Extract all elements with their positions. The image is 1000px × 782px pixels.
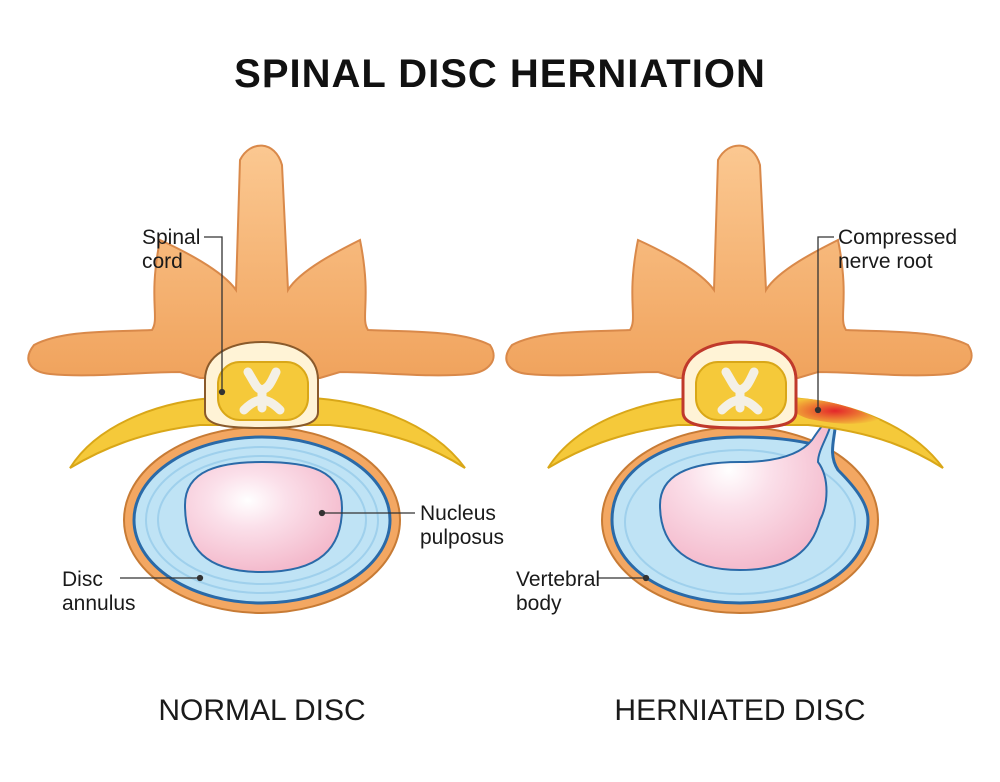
nerve-roots-left xyxy=(69,397,466,469)
label-compressed-nerve-root: Compressed nerve root xyxy=(838,226,958,273)
caption-herniated-disc: HERNIATED DISC xyxy=(614,694,866,727)
vertebral-arch-right xyxy=(505,144,973,379)
caption-normal-disc: NORMAL DISC xyxy=(158,694,366,727)
label-spinal-cord: Spinal cord xyxy=(142,226,201,273)
leader-lines-right xyxy=(598,236,834,582)
label-nucleus-pulposus: Nucleus pulposus xyxy=(420,502,505,549)
nucleus-pulposus-left xyxy=(183,460,344,574)
vertebral-arch-left xyxy=(27,144,495,379)
page-title: SPINAL DISC HERNIATION xyxy=(234,52,766,96)
normal-vertebra xyxy=(27,144,495,614)
leader-lines-left xyxy=(120,236,415,582)
label-disc-annulus: Disc annulus xyxy=(62,568,136,615)
compressed-nerve-root xyxy=(789,398,880,424)
nucleus-pulposus-right xyxy=(658,414,834,572)
label-vertebral-body: Vertebral body xyxy=(516,568,601,615)
herniated-vertebra xyxy=(505,144,973,614)
